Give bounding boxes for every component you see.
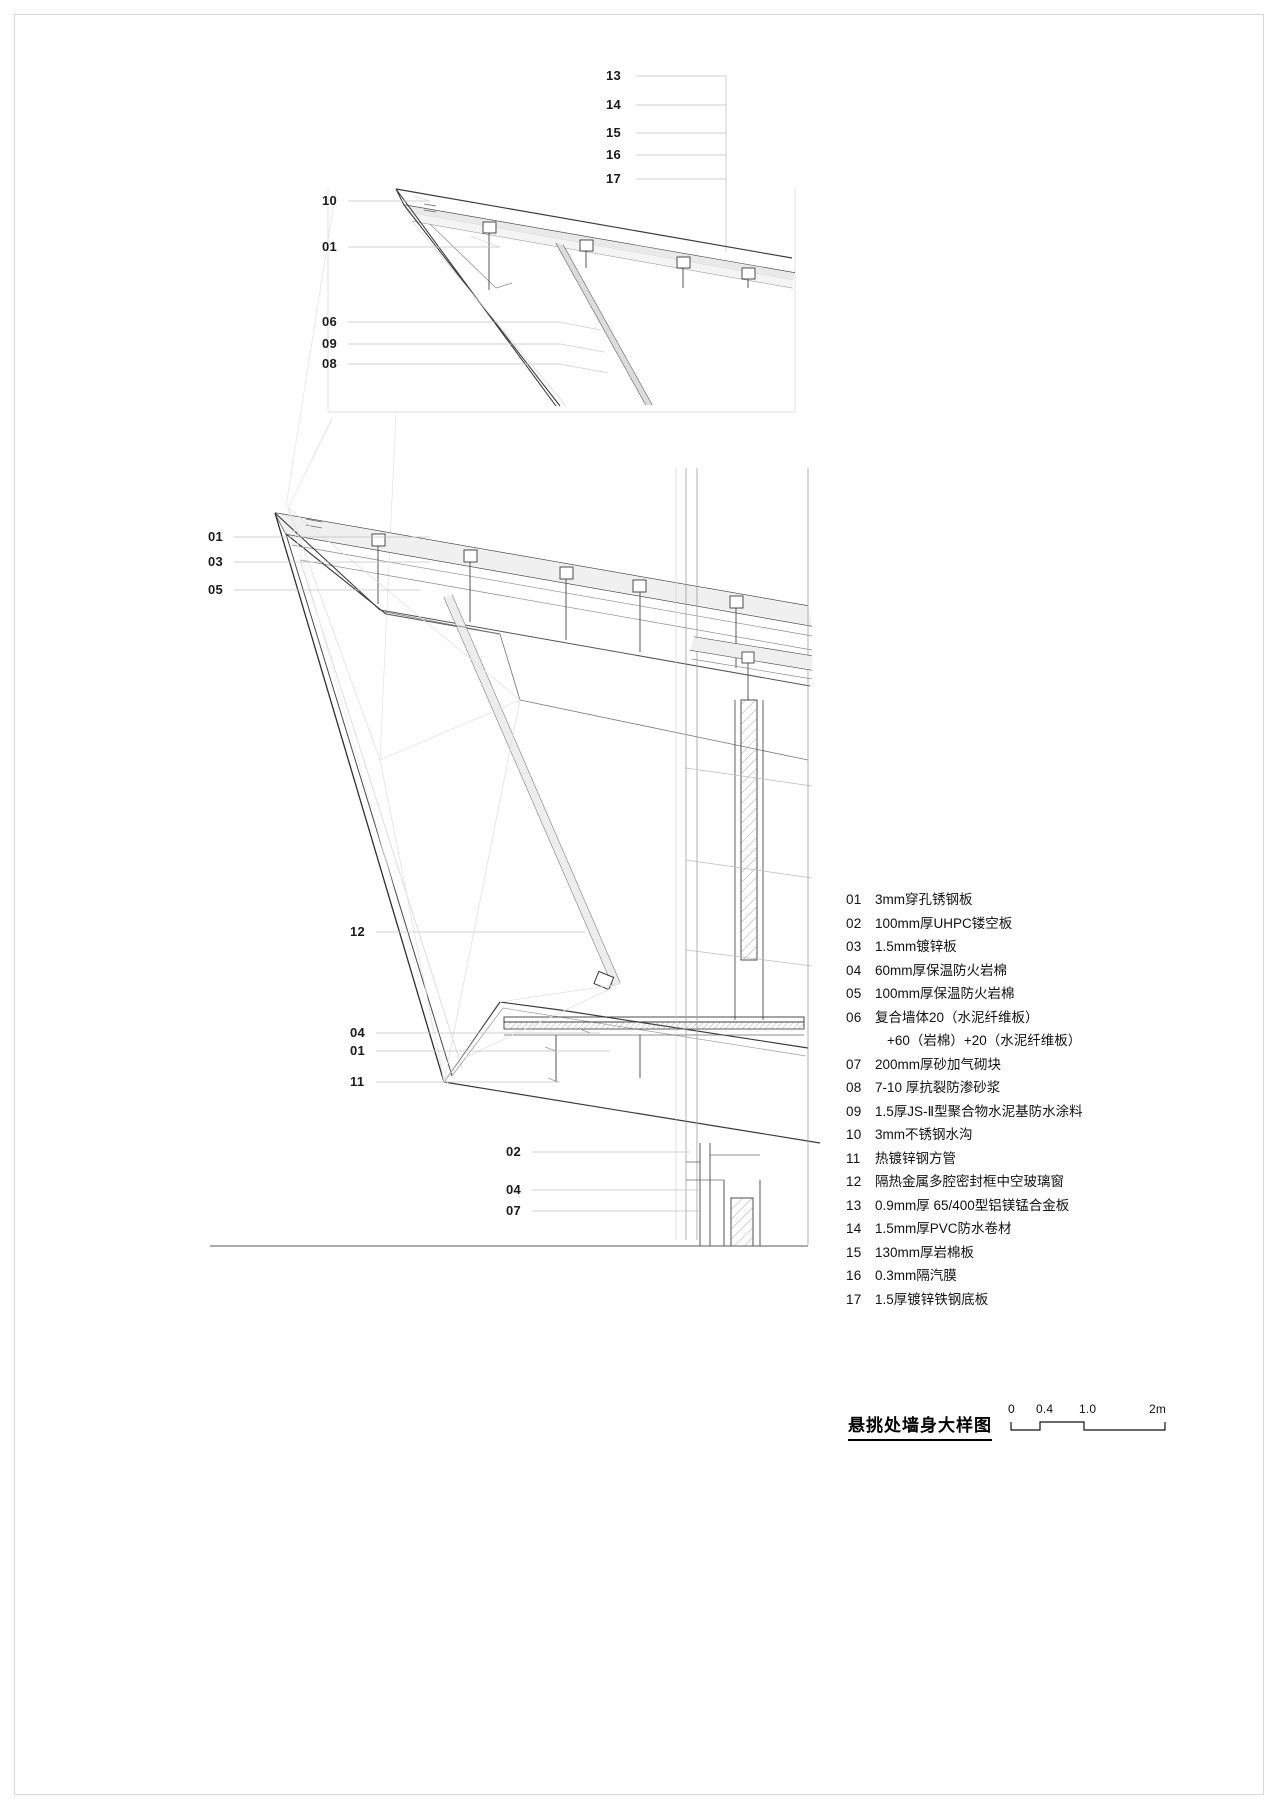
legend-label: 隔热金属多腔密封框中空玻璃窗 [875, 1174, 1064, 1189]
legend-number: 12 [846, 1174, 862, 1189]
legend-item-continuation: +60（岩棉）+20（水泥纤维板） [846, 1029, 1266, 1053]
legend-label: +60（岩棉）+20（水泥纤维板） [887, 1033, 1082, 1048]
legend-label: 3mm穿孔锈钢板 [875, 892, 973, 907]
main-wall-section [210, 419, 821, 1247]
callout-04-lower: 04 [350, 1025, 366, 1040]
legend-number: 05 [846, 986, 862, 1001]
legend-label: 100mm厚UHPC镂空板 [875, 915, 1013, 931]
legend-label: 0.3mm隔汽膜 [875, 1268, 957, 1283]
legend-label: 3mm不锈钢水沟 [875, 1127, 973, 1142]
callout-03: 03 [208, 554, 224, 569]
legend-item: 01 3mm穿孔锈钢板 [846, 888, 1266, 912]
legend-number: 09 [846, 1103, 862, 1119]
legend-item: 17 1.5厚镀锌铁钢底板 [846, 1288, 1266, 1312]
callout-10: 10 [322, 193, 338, 208]
legend-item: 02 100mm厚UHPC镂空板 [846, 912, 1266, 936]
legend-label: 130mm厚岩棉板 [875, 1244, 975, 1260]
scale-bar-graphic [1010, 1421, 1166, 1431]
legend-number: 14 [846, 1221, 862, 1236]
legend-label: 7-10 厚抗裂防渗砂浆 [875, 1080, 1001, 1095]
materials-legend: 01 3mm穿孔锈钢板 02 100mm厚UHPC镂空板 03 1.5mm镀锌板… [846, 888, 1266, 1311]
legend-item: 13 0.9mm厚 65/400型铝镁锰合金板 [846, 1194, 1266, 1218]
callout-09: 09 [322, 336, 338, 351]
callout-17: 17 [606, 171, 622, 186]
enlargement-projection [285, 189, 397, 761]
legend-label: 1.5mm厚PVC防水卷材 [875, 1221, 1012, 1236]
legend-item: 14 1.5mm厚PVC防水卷材 [846, 1217, 1266, 1241]
scale-label-0p4: 0.4 [1036, 1402, 1054, 1416]
legend-number: 10 [846, 1127, 862, 1142]
callout-06: 06 [322, 314, 338, 329]
legend-item: 16 0.3mm隔汽膜 [846, 1264, 1266, 1288]
callout-12: 12 [350, 924, 366, 939]
scale-label-2m: 2m [1149, 1402, 1167, 1416]
drawing-title: 悬挑处墙身大样图 [848, 1416, 992, 1441]
legend-label: 热镀锌钢方管 [875, 1150, 956, 1166]
legend-item: 04 60mm厚保温防火岩棉 [846, 959, 1266, 983]
callout-08: 08 [322, 356, 338, 371]
legend-label: 1.5厚镀锌铁钢底板 [875, 1291, 989, 1307]
legend-item: 05 100mm厚保温防火岩棉 [846, 982, 1266, 1006]
legend-item: 10 3mm不锈钢水沟 [846, 1123, 1266, 1147]
scale-label-0: 0 [1008, 1402, 1015, 1416]
legend-number: 11 [846, 1150, 861, 1166]
legend-number: 16 [846, 1268, 862, 1283]
callout-07: 07 [506, 1203, 522, 1218]
callout-11: 11 [350, 1074, 365, 1089]
legend-number: 04 [846, 962, 862, 978]
legend-item: 06 复合墙体20（水泥纤维板） [846, 1006, 1266, 1030]
legend-number: 13 [846, 1197, 862, 1213]
legend-label: 100mm厚保温防火岩棉 [875, 986, 1015, 1001]
legend-item: 08 7-10 厚抗裂防渗砂浆 [846, 1076, 1266, 1100]
legend-number: 17 [846, 1291, 862, 1307]
legend-number: 03 [846, 939, 862, 954]
legend-item: 09 1.5厚JS-Ⅱ型聚合物水泥基防水涂料 [846, 1100, 1266, 1124]
callout-13: 13 [606, 68, 622, 83]
legend-label: 200mm厚砂加气砌块 [875, 1056, 1002, 1072]
callout-01-mid: 01 [208, 529, 224, 544]
callout-14: 14 [606, 97, 622, 112]
callout-01-top: 01 [322, 239, 338, 254]
callout-15: 15 [606, 125, 622, 140]
legend-item: 11 热镀锌钢方管 [846, 1147, 1266, 1171]
callout-01-lower: 01 [350, 1043, 366, 1058]
scale-label-1p0: 1.0 [1079, 1402, 1097, 1416]
legend-label: 0.9mm厚 65/400型铝镁锰合金板 [875, 1197, 1070, 1213]
callout-04-base: 04 [506, 1182, 522, 1197]
title-block: 悬挑处墙身大样图 0 0.4 1.0 2m [848, 1403, 1172, 1441]
legend-number: 02 [846, 915, 862, 931]
callout-02: 02 [506, 1144, 522, 1159]
legend-label: 60mm厚保温防火岩棉 [875, 962, 1008, 978]
legend-number: 08 [846, 1080, 862, 1095]
legend-item: 12 隔热金属多腔密封框中空玻璃窗 [846, 1170, 1266, 1194]
callout-16: 16 [606, 147, 622, 162]
legend-number: 15 [846, 1244, 862, 1260]
legend-item: 03 1.5mm镀锌板 [846, 935, 1266, 959]
scale-bar-labels: 0 0.4 1.0 2m [1008, 1403, 1172, 1418]
callout-05: 05 [208, 582, 224, 597]
top-eave-detail [327, 75, 796, 413]
legend-item: 07 200mm厚砂加气砌块 [846, 1053, 1266, 1077]
legend-label: 1.5厚JS-Ⅱ型聚合物水泥基防水涂料 [875, 1103, 1083, 1119]
legend-label: 复合墙体20（水泥纤维板） [875, 1009, 1039, 1025]
legend-number: 01 [846, 892, 862, 907]
legend-number: 06 [846, 1009, 862, 1025]
scale-bar: 0 0.4 1.0 2m [1008, 1403, 1172, 1441]
legend-label: 1.5mm镀锌板 [875, 939, 957, 954]
legend-number: 07 [846, 1056, 862, 1072]
legend-item: 15 130mm厚岩棉板 [846, 1241, 1266, 1265]
